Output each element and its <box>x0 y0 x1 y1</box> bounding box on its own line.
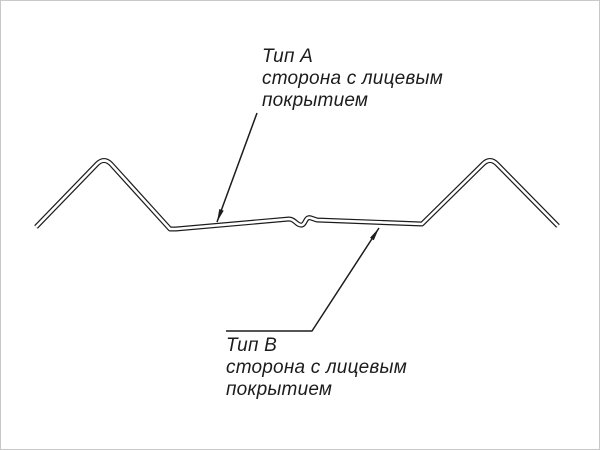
sheet-profile-outline <box>34 158 560 232</box>
callout-type-b-desc-line2: покрытием <box>226 379 333 400</box>
callout-type-b: Тип В сторона с лицевым покрытием <box>226 335 407 401</box>
leader-arrowhead-type-b <box>370 228 379 241</box>
callout-type-a: Тип А сторона с лицевым покрытием <box>262 46 443 112</box>
callout-type-a-desc-line2: покрытием <box>262 90 369 111</box>
sheet-profile-thickness-gap <box>35 159 559 231</box>
callout-type-a-title: Тип А <box>262 46 313 67</box>
profile-cross-section <box>34 112 560 332</box>
callout-type-b-title: Тип В <box>226 335 277 356</box>
leader-line-type-b <box>226 227 380 332</box>
leader-line-type-a <box>216 112 258 223</box>
callout-type-b-desc-line1: сторона с лицевым <box>226 357 407 378</box>
callout-type-a-desc-line1: сторона с лицевым <box>262 68 443 89</box>
leader-arrowhead-type-a <box>217 209 224 222</box>
